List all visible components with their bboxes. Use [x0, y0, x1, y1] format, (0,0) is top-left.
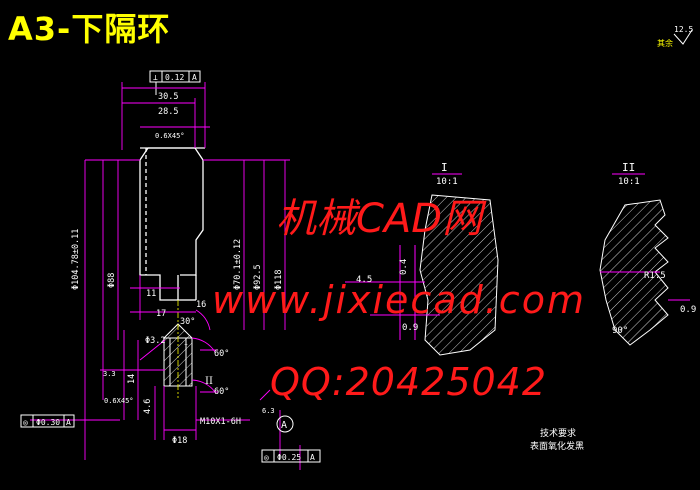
datum-a-marker: A [276, 415, 294, 433]
dim-14: 14 [127, 374, 137, 384]
dim-dia-18: Φ18 [172, 436, 187, 446]
detail-ii-dim-0-9: 0.9 [680, 305, 696, 315]
top-frame-datum: A [192, 73, 197, 82]
dim-dia-3-2: Φ3.2 [145, 336, 165, 346]
dim-dia-88: Φ88 [107, 273, 117, 288]
watermark-line3: QQ:20425042 [270, 360, 548, 404]
datum-a-label: A [281, 420, 287, 431]
drawing-title: A3-下隔环 [8, 10, 171, 48]
dim-30-5: 30.5 [158, 92, 178, 102]
roughness-corner-symbol: 12.5 其余 [657, 25, 693, 48]
dimension-texts: 30.5 28.5 0.6X45° Φ104.78±0.11 Φ88 Φ70.1… [71, 92, 284, 446]
tolerance-frame-top: ⊥ 0.12 A [149, 70, 201, 95]
dim-16: 16 [196, 300, 206, 310]
detail-i-dim-4-5: 4.5 [356, 275, 372, 285]
tolerance-frame-bottom-left: ◎ Φ0.30 A [20, 414, 75, 428]
top-frame-value: 0.12 [165, 73, 184, 82]
technical-notes: 技术要求 表面氧化发黑 [530, 427, 584, 452]
dim-11: 11 [146, 289, 156, 299]
chamfer-top: 0.6X45° [155, 132, 185, 140]
detail-i-scale: 10:1 [436, 177, 458, 187]
mark-i: I [184, 337, 188, 348]
detail-i-dim-0-4: 0.4 [399, 259, 409, 275]
mark-ii: II [205, 376, 213, 387]
perpendicularity-icon: ⊥ [153, 73, 158, 82]
chamfer-bottom: 0.6X45° [104, 397, 134, 405]
detail-i-label: I [441, 161, 448, 174]
notes-body: 表面氧化发黑 [530, 440, 584, 452]
roughness-value: 12.5 [674, 25, 693, 34]
dim-60-b: 60° [214, 387, 229, 397]
dim-thread: M10X1-6H [200, 417, 241, 427]
dim-dia-104: Φ104.78±0.11 [71, 229, 81, 290]
dim-4-6: 4.6 [143, 399, 153, 414]
detail-ii-label: II [622, 161, 635, 174]
tolerance-frame-bottom-right: ◎ Φ0.25 A [261, 449, 321, 463]
bottom-right-frame-value: Φ0.25 [277, 453, 301, 462]
bottom-left-frame-value: Φ0.30 [36, 418, 60, 427]
concentricity-icon: ◎ [23, 418, 28, 427]
dim-dia-118: Φ118 [274, 270, 284, 290]
part-outline [139, 147, 205, 301]
dim-dia-92: Φ92.5 [253, 264, 263, 290]
detail-ii-angle: 90° [612, 326, 628, 336]
watermark-line1: 机械CAD网 [276, 196, 483, 242]
dim-dia-70: Φ70.1±0.12 [233, 239, 243, 290]
bottom-right-frame-datum: A [310, 453, 315, 462]
watermark-line2: www.jixiecad.com [212, 278, 586, 322]
detail-i: I 10:1 4.5 0.4 0.9 [345, 161, 499, 356]
dimension-lines [30, 82, 301, 470]
bottom-left-frame-datum: A [66, 418, 71, 427]
dim-3-3: 3.3 [103, 370, 116, 378]
dim-6-3: 6.3 [262, 407, 275, 415]
thread-hole-detail [162, 300, 194, 398]
detail-i-dim-0-9: 0.9 [402, 323, 418, 333]
dim-30-deg: 30° [180, 317, 195, 327]
dim-60-a: 60° [214, 349, 229, 359]
detail-ii: II 10:1 R1.5 0.9 90° [599, 161, 696, 346]
concentricity-icon-2: ◎ [264, 453, 269, 462]
detail-ii-r1-5: R1.5 [644, 271, 666, 281]
detail-ii-scale: 10:1 [618, 177, 640, 187]
dim-17: 17 [156, 309, 166, 319]
dim-28-5: 28.5 [158, 107, 178, 117]
notes-title: 技术要求 [540, 427, 576, 439]
roughness-note: 其余 [657, 38, 673, 48]
